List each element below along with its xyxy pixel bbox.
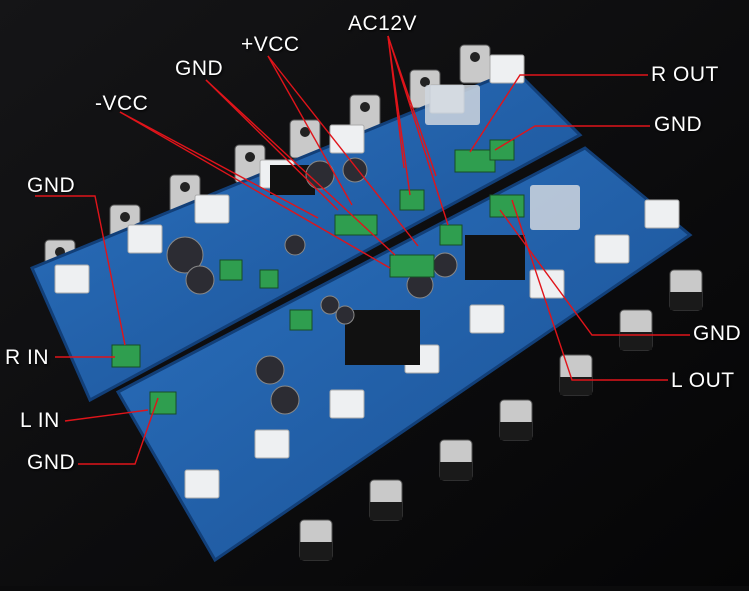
electrolytic-capacitor [335,305,355,325]
terminal-block [219,259,243,281]
label-gnd-top: GND [175,57,224,80]
label-ac12v: AC12V [348,12,418,35]
film-capacitor [329,389,365,419]
leader-line [205,79,339,211]
leader-line [78,397,159,465]
transistor-body [370,502,402,520]
transistor-body [620,332,652,350]
film-capacitor [329,124,365,154]
electrolytic-capacitor [284,234,306,256]
film-capacitor [127,224,163,254]
label-r-in: R IN [5,346,49,369]
terminal-block [439,224,463,246]
transistor-body [560,377,592,395]
leader-line [267,55,419,247]
transistor-body [670,292,702,310]
terminal-block [259,269,279,289]
transistor-hole [120,212,130,222]
electrolytic-capacitor [342,157,368,183]
terminal-block [149,391,177,415]
transistor-body [500,422,532,440]
terminal-block [289,309,313,331]
electrolytic-capacitor [185,265,215,295]
leader-line [64,409,149,422]
label-r-out: R OUT [651,63,719,86]
terminal-block [399,189,425,211]
leader-line [499,209,690,336]
label-l-out: L OUT [671,369,735,392]
transistor-body [300,542,332,560]
terminal-block [489,194,525,218]
label-gnd-right-bottom: GND [693,322,742,345]
terminal-block [389,254,435,278]
leader-line [387,35,411,196]
relay [425,85,480,125]
electrolytic-capacitor [166,236,204,274]
transistor-hole [420,77,430,87]
film-capacitor [54,264,90,294]
electrolytic-capacitor [432,252,458,278]
leader-line [119,111,391,269]
transistor-hole [360,102,370,112]
label-vcc-negative: -VCC [95,92,149,115]
leader-line [267,55,353,206]
label-vcc-positive: +VCC [241,33,300,56]
transistor-hole [300,127,310,137]
label-gnd-right-top: GND [654,113,703,136]
leader-line [35,195,126,346]
heatsink [465,235,525,280]
label-l-in: L IN [20,409,60,432]
relay [530,185,580,230]
electrolytic-capacitor [320,295,340,315]
terminal-block [111,344,141,368]
transistor-body [440,462,472,480]
transistor-hole [180,182,190,192]
leader-line [469,74,648,153]
leader-line [511,199,668,381]
film-capacitor [529,269,565,299]
leader-line [205,79,396,256]
terminal-block [334,214,378,236]
label-gnd-left: GND [27,174,76,197]
transistor-hole [470,52,480,62]
leader-line [494,125,650,151]
electrolytic-capacitor [270,385,300,415]
heatsink [345,310,420,365]
leader-lines [35,35,690,465]
film-capacitor [184,469,220,499]
transistor-hole [245,152,255,162]
power-transistor [459,44,491,84]
terminal-block [454,149,496,173]
film-capacitor [469,304,505,334]
film-capacitor [594,234,630,264]
film-capacitor [254,429,290,459]
terminal-block [489,139,515,161]
label-gnd-bottom-left: GND [27,451,76,474]
components [54,54,680,499]
film-capacitor [489,54,525,84]
electrolytic-capacitor [305,160,335,190]
film-capacitor [194,194,230,224]
electrolytic-capacitor [255,355,285,385]
film-capacitor [644,199,680,229]
leader-line [387,35,449,226]
leader-line [119,111,319,219]
